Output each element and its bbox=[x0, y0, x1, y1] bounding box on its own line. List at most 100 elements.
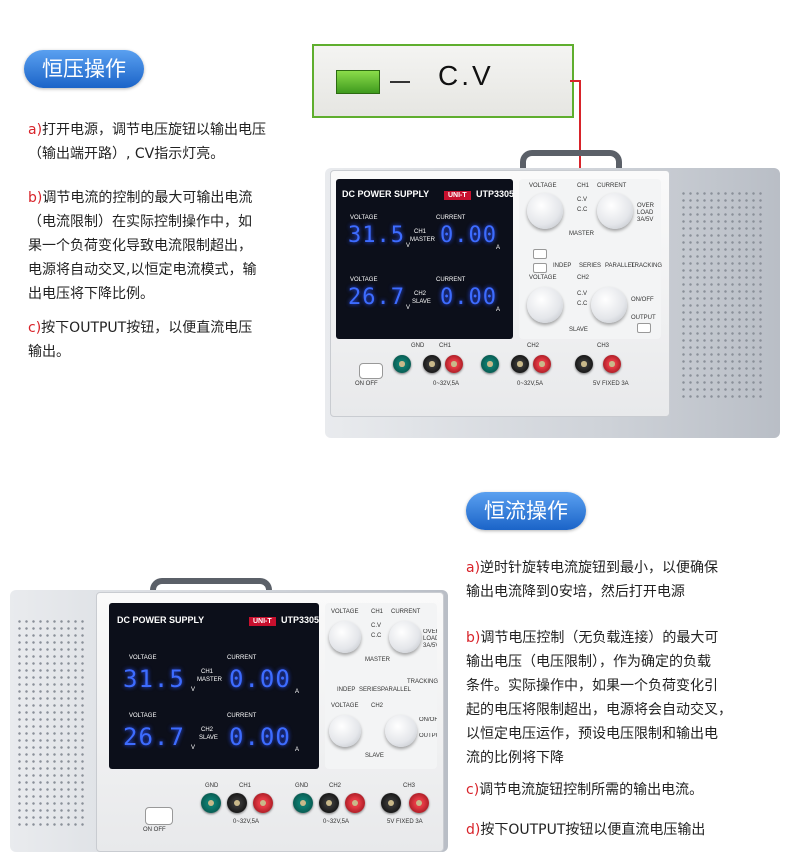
d2-parallel-label: PARALLEL bbox=[381, 687, 411, 693]
d2-rating-ch2: 0~32V,5A bbox=[323, 819, 349, 825]
ch2-voltage-label: VOLTAGE bbox=[350, 277, 378, 283]
ch2-current-label: CURRENT bbox=[436, 277, 466, 283]
d2-ch1-terminal-label: CH1 bbox=[239, 783, 252, 789]
s1-b-line5: 出电压将下降比例。 bbox=[28, 286, 154, 302]
d2-ch2-voltage-readout: 26.7 bbox=[123, 723, 185, 751]
s1-marker-a: a) bbox=[28, 122, 43, 138]
d2-ch2-slave-tag: SLAVE bbox=[199, 735, 218, 741]
carry-handle bbox=[520, 150, 622, 176]
d2-overload-label: OVER LOAD 3A/5V bbox=[423, 629, 437, 649]
ch2-cv-led-label: C.V bbox=[577, 291, 588, 297]
model-number: UTP3305 bbox=[476, 189, 515, 199]
d2-ch1-master-tag: MASTER bbox=[197, 677, 223, 683]
ch1-voltage-knob[interactable] bbox=[527, 193, 563, 229]
d2-power-switch[interactable] bbox=[145, 807, 173, 825]
ch1-neg-terminal[interactable] bbox=[423, 355, 441, 373]
d2-tracking-label: TRACKING bbox=[407, 679, 439, 685]
ch2-current-knob[interactable] bbox=[591, 287, 627, 323]
ch2-voltage-knob[interactable] bbox=[527, 287, 563, 323]
cv-callout-label: C.V bbox=[438, 60, 494, 91]
gnd-terminal-2[interactable] bbox=[481, 355, 499, 373]
d2-indep-label: INDEP bbox=[337, 687, 356, 693]
d2-ctrl-ch1-label: CH1 bbox=[371, 609, 384, 615]
d2-ch2-tag: CH2 bbox=[201, 727, 214, 733]
ch1-pos-terminal[interactable] bbox=[445, 355, 463, 373]
s2-b-line4: 起的电压将限制超出，电源将会自动交叉， bbox=[466, 702, 732, 718]
series-button[interactable] bbox=[533, 263, 547, 273]
d2-gnd-label-1: GND bbox=[205, 783, 219, 789]
side-vent-2 bbox=[16, 618, 88, 828]
ch3-neg-terminal[interactable] bbox=[575, 355, 593, 373]
output-button[interactable] bbox=[637, 323, 651, 333]
gnd-terminal-1[interactable] bbox=[393, 355, 411, 373]
d2-ch1-voltage-knob[interactable] bbox=[329, 621, 361, 653]
s2-marker-d: d) bbox=[466, 822, 481, 838]
ch1-unit-v: V bbox=[406, 243, 411, 249]
d2-ch1-tag: CH1 bbox=[201, 669, 214, 675]
callout-line-h bbox=[570, 80, 580, 82]
d2-ch2-current-knob[interactable] bbox=[385, 715, 417, 747]
ch2-unit-a: A bbox=[496, 307, 501, 313]
ch1-current-label: CURRENT bbox=[436, 215, 466, 221]
side-vent bbox=[680, 190, 765, 400]
brand-logo: UNI-T bbox=[444, 191, 471, 200]
d2-ch2-voltage-label: VOLTAGE bbox=[129, 713, 157, 719]
d2-ch1-pos-terminal[interactable] bbox=[253, 793, 273, 813]
d2-series-label: SERIES bbox=[359, 687, 382, 693]
d2-gnd-terminal-2[interactable] bbox=[293, 793, 313, 813]
cv-dash bbox=[390, 81, 410, 83]
indep-button[interactable] bbox=[533, 249, 547, 259]
device-title: DC POWER SUPPLY bbox=[342, 189, 430, 199]
s1-marker-b: b) bbox=[28, 190, 43, 206]
d2-ch3-neg-terminal[interactable] bbox=[381, 793, 401, 813]
s1-a-line1: 打开电源，调节电压旋钮以输出电压 bbox=[42, 122, 267, 138]
control-panel: VOLTAGE CH1 CURRENT C.V C.C OVER LOAD 3A… bbox=[519, 179, 663, 339]
ch2-neg-terminal[interactable] bbox=[511, 355, 529, 373]
s2-d-line1: 按下OUTPUT按钮以便直流电压输出 bbox=[480, 822, 706, 838]
d2-onoff-label: ON/OFF bbox=[419, 717, 437, 723]
power-switch[interactable] bbox=[359, 363, 383, 379]
display-panel-2: DC POWER SUPPLY UNI-T UTP3305 VOLTAGE CU… bbox=[109, 603, 319, 769]
ch2-tag: CH2 bbox=[414, 291, 427, 297]
ctrl-voltage-label: VOLTAGE bbox=[529, 183, 557, 189]
d2-ch2-voltage-knob[interactable] bbox=[329, 715, 361, 747]
tracking-label: TRACKING bbox=[631, 263, 663, 269]
s1-b-line2: （电流限制）在实际控制操作中，如 bbox=[28, 214, 252, 230]
series-label: SERIES bbox=[579, 263, 602, 269]
d2-ch3-pos-terminal[interactable] bbox=[409, 793, 429, 813]
d2-ch1-neg-terminal[interactable] bbox=[227, 793, 247, 813]
s1-item-c: c)按下OUTPUT按钮，以便直流电压 输出。 bbox=[28, 316, 308, 364]
ch2-pos-terminal[interactable] bbox=[533, 355, 551, 373]
s2-b-line1: 调节电压控制（无负载连接）的最大可 bbox=[480, 630, 719, 646]
ch2-current-readout: 0.00 bbox=[440, 285, 497, 310]
s1-b-line1: 调节电流的控制的最大可输出电流 bbox=[42, 190, 253, 206]
d2-gnd-terminal-1[interactable] bbox=[201, 793, 221, 813]
ctrl-ch1-label: CH1 bbox=[577, 183, 590, 189]
power-supply-bottom: DC POWER SUPPLY UNI-T UTP3305 VOLTAGE CU… bbox=[10, 578, 448, 856]
ch1-tag: CH1 bbox=[414, 229, 427, 235]
d2-ch1-current-knob[interactable] bbox=[389, 621, 421, 653]
s2-item-c: c)调节电流旋钮控制所需的输出电流。 bbox=[466, 778, 786, 802]
d2-ctrl-ch2-label: CH2 bbox=[371, 703, 384, 709]
d2-ch1-current-label: CURRENT bbox=[227, 655, 257, 661]
d2-ch2-neg-terminal[interactable] bbox=[319, 793, 339, 813]
d2-ch2-pos-terminal[interactable] bbox=[345, 793, 365, 813]
ch3-terminal-label: CH3 bbox=[597, 343, 610, 349]
ch1-current-knob[interactable] bbox=[597, 193, 633, 229]
d2-ch1-unit-a: A bbox=[295, 689, 300, 695]
front-panel-2: DC POWER SUPPLY UNI-T UTP3305 VOLTAGE CU… bbox=[96, 592, 444, 852]
d2-ch1-cv-label: C.V bbox=[371, 623, 382, 629]
s2-item-d: d)按下OUTPUT按钮以便直流电压输出 bbox=[466, 818, 786, 842]
s1-b-line3: 果一个负荷变化导致电流限制超出， bbox=[28, 238, 252, 254]
rating-ch3: 5V FIXED 3A bbox=[593, 381, 629, 387]
cv-callout: C.V bbox=[312, 44, 574, 118]
ctrl-current-label: CURRENT bbox=[597, 183, 627, 189]
d2-rating-ch3: 5V FIXED 3A bbox=[387, 819, 423, 825]
ch2-cc-led-label: C.C bbox=[577, 301, 588, 307]
s2-item-a: a)逆时针旋转电流旋钮到最小，以便确保 输出电流降到0安培，然后打开电源 bbox=[466, 556, 786, 604]
s2-c-line1: 调节电流旋钮控制所需的输出电流。 bbox=[479, 782, 704, 798]
ch1-terminal-label: CH1 bbox=[439, 343, 452, 349]
s1-item-a: a)打开电源，调节电压旋钮以输出电压 （输出端开路）, CV指示灯亮。 bbox=[28, 118, 308, 166]
ch3-pos-terminal[interactable] bbox=[603, 355, 621, 373]
section1-title: 恒压操作 bbox=[24, 50, 144, 88]
